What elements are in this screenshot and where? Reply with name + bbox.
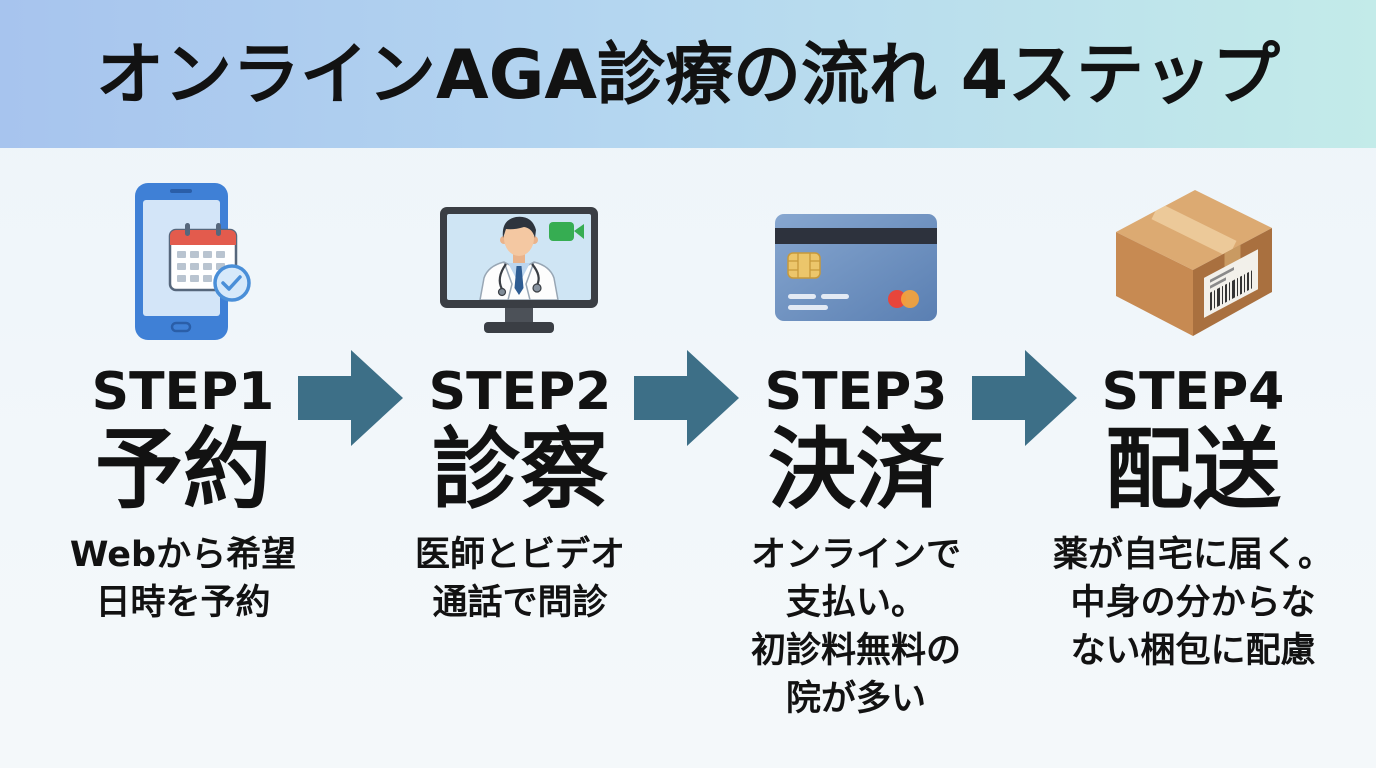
shipping-label <box>1204 249 1258 318</box>
step-description-line: オンラインで <box>750 535 961 575</box>
step-number-label: STEP3 <box>764 362 948 422</box>
arrow-right-icon <box>298 350 403 446</box>
step-description: Webから希望 日時を予約 <box>23 531 343 627</box>
step-title: 決済 <box>767 418 944 521</box>
step-description-line: Webから希望 <box>69 535 297 575</box>
step-description-line: ない梱包に配慮 <box>1070 631 1316 671</box>
cardboard-box-icon <box>1116 190 1272 336</box>
smartphone-calendar-icon <box>135 183 251 340</box>
step-number-label: STEP2 <box>428 362 612 422</box>
card-brand-logo-icon <box>888 290 919 308</box>
step-number-label: STEP1 <box>91 362 275 422</box>
step-description-line: 日時を予約 <box>95 583 271 623</box>
video-call-doctor-icon <box>440 207 598 333</box>
arrow-right-icon <box>634 350 739 446</box>
step-description-line: 中身の分からな <box>1070 583 1316 623</box>
step-description-line: 支払い。 <box>785 583 926 623</box>
step-description-line: 院が多い <box>785 679 926 719</box>
doctor-avatar <box>479 216 559 300</box>
step-title: 予約 <box>94 418 271 521</box>
step-1-card: STEP1 予約 Webから希望 日時を予約 <box>23 0 343 768</box>
credit-card-icon <box>775 214 937 321</box>
page-title: オンラインAGA診療の流れ 4ステップ <box>95 36 1281 115</box>
chip-icon <box>787 252 821 279</box>
step-description: オンラインで 支払い。 初診料無料の 院が多い <box>696 531 1016 723</box>
check-badge-icon <box>213 264 251 302</box>
step-description-line: 薬が自宅に届く。 <box>1052 535 1333 575</box>
step-description-line: 初診料無料の <box>750 631 961 671</box>
title-banner: オンラインAGA診療の流れ 4ステップ <box>0 0 1376 148</box>
card-number-lines <box>788 294 849 310</box>
step-title: 診察 <box>431 418 608 521</box>
step-2-card: STEP2 診察 医師とビデオ 通話で問診 <box>360 0 680 768</box>
step-description: 薬が自宅に届く。 中身の分からな ない梱包に配慮 <box>1033 531 1353 675</box>
step-number-label: STEP4 <box>1101 362 1285 422</box>
step-description: 医師とビデオ 通話で問診 <box>360 531 680 627</box>
magnetic-stripe <box>775 228 937 244</box>
barcode-icon <box>1210 270 1252 311</box>
step-description-line: 通話で問診 <box>432 583 608 623</box>
step-3-card: STEP3 決済 オンラインで 支払い。 初診料無料の 院が多い <box>696 0 1016 768</box>
step-4-card: STEP4 配送 薬が自宅に届く。 中身の分からな ない梱包に配慮 <box>1033 0 1353 768</box>
arrow-right-icon <box>972 350 1077 446</box>
step-title: 配送 <box>1104 418 1281 521</box>
video-camera-icon <box>549 222 584 241</box>
step-description-line: 医師とビデオ <box>414 535 625 575</box>
